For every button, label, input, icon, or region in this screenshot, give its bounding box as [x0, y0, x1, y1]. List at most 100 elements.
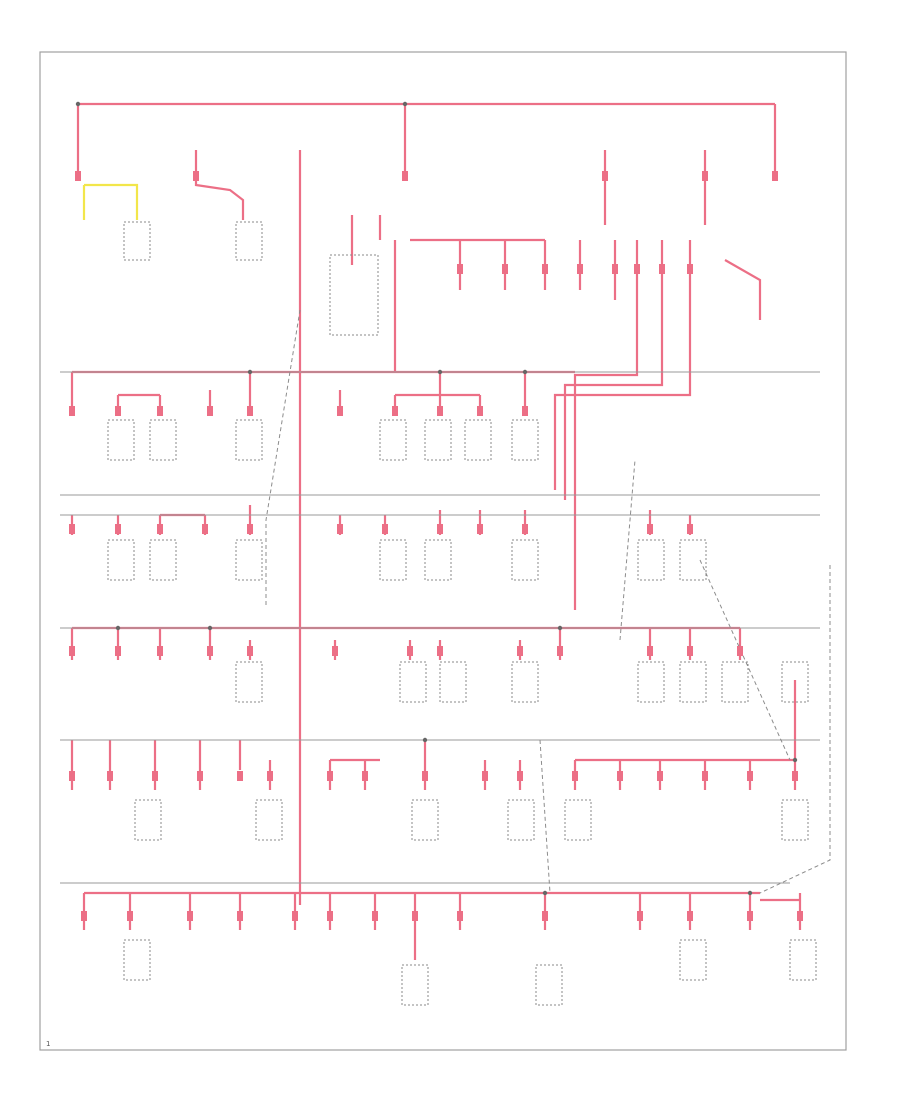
connector-icon	[517, 771, 523, 781]
component-box-icon	[411, 799, 439, 841]
connector-icon	[407, 646, 413, 656]
connector-icon	[517, 646, 523, 656]
connector-icon	[193, 171, 199, 181]
connector-icon	[737, 646, 743, 656]
component-box-icon	[123, 221, 151, 261]
component-box-icon	[255, 799, 283, 841]
connector-icon	[457, 911, 463, 921]
component-box-icon	[424, 419, 452, 461]
connector-icon	[69, 771, 75, 781]
connector-icon	[207, 646, 213, 656]
top-branch-wires	[194, 150, 707, 225]
connector-icon	[115, 524, 121, 534]
connector-icon	[659, 264, 665, 274]
component-box-icon	[637, 539, 665, 581]
connector-icon	[327, 911, 333, 921]
connector-icon	[477, 406, 483, 416]
dashed-links	[265, 309, 831, 894]
connector-icon	[422, 771, 428, 781]
diagram-frame	[39, 51, 847, 1051]
connector-icon	[392, 406, 398, 416]
connector-icon	[747, 911, 753, 921]
row3-bus-wires	[70, 626, 742, 660]
splice-icon	[402, 101, 408, 107]
connector-icon	[437, 406, 443, 416]
component-box-icon	[679, 661, 707, 703]
component-box-icon	[511, 661, 539, 703]
component-box-icon	[134, 799, 162, 841]
connector-icon	[247, 524, 253, 534]
row1-bus-wires	[70, 370, 575, 415]
connector-icon	[637, 911, 643, 921]
component-box-icon	[235, 419, 263, 461]
connector-icon	[437, 646, 443, 656]
connector-icon	[382, 524, 388, 534]
splice-icon	[75, 101, 81, 107]
main-bus-drops	[76, 104, 777, 175]
connector-icon	[602, 171, 608, 181]
connector-icon	[647, 646, 653, 656]
component-box-icon	[721, 661, 749, 703]
connector-icon	[187, 911, 193, 921]
connector-icon	[457, 264, 463, 274]
connector-icon	[69, 646, 75, 656]
component-box-icon	[564, 799, 592, 841]
connector-icon	[247, 646, 253, 656]
component-box-icon	[535, 964, 563, 1006]
row4-bus-wires	[70, 680, 797, 790]
splice-icon	[557, 625, 563, 631]
component-box-icon	[511, 539, 539, 581]
connector-icon	[482, 771, 488, 781]
component-box-icon	[464, 419, 492, 461]
splice-icon	[422, 737, 428, 743]
upper-module-wires	[350, 215, 382, 265]
circuit-lines	[60, 371, 820, 884]
component-boxes	[107, 221, 817, 1006]
right-riser-wires	[553, 300, 692, 610]
component-box-icon	[511, 419, 539, 461]
component-box-icon	[235, 221, 263, 261]
connector-icon	[372, 911, 378, 921]
connector-icon	[337, 524, 343, 534]
connector-icon	[237, 771, 243, 781]
component-box-icon	[379, 419, 407, 461]
component-box-icon	[149, 539, 177, 581]
component-box-icon	[679, 539, 707, 581]
connector-icon	[81, 911, 87, 921]
component-box-icon	[401, 964, 429, 1006]
connector-icon	[477, 524, 483, 534]
splice-icon	[437, 369, 443, 375]
connector-icon	[207, 406, 213, 416]
component-box-icon	[107, 419, 135, 461]
connector-icon	[337, 406, 343, 416]
splice-icon	[747, 890, 753, 896]
splice-icon	[247, 369, 253, 375]
ground-branch-wire	[82, 183, 139, 220]
component-box-icon	[235, 661, 263, 703]
connector-icon	[617, 771, 623, 781]
connector-icon	[634, 264, 640, 274]
splices	[75, 101, 798, 896]
connector-icon	[792, 771, 798, 781]
row2-bus-wires	[70, 505, 692, 535]
connector-icon	[152, 771, 158, 781]
connector-icon	[522, 406, 528, 416]
connector-icon	[557, 646, 563, 656]
connector-icon	[327, 771, 333, 781]
connector-icon	[332, 646, 338, 656]
connector-icon	[687, 264, 693, 274]
component-box-icon	[329, 254, 379, 336]
connector-icon	[202, 524, 208, 534]
connector-icon	[412, 911, 418, 921]
connector-icon	[157, 524, 163, 534]
component-box-icon	[149, 419, 177, 461]
connector-icon	[107, 771, 113, 781]
connector-icon	[797, 911, 803, 921]
component-box-icon	[637, 661, 665, 703]
component-box-icon	[235, 539, 263, 581]
component-box-icon	[379, 539, 407, 581]
connector-icon	[437, 524, 443, 534]
component-box-icon	[679, 939, 707, 981]
connector-icon	[197, 771, 203, 781]
